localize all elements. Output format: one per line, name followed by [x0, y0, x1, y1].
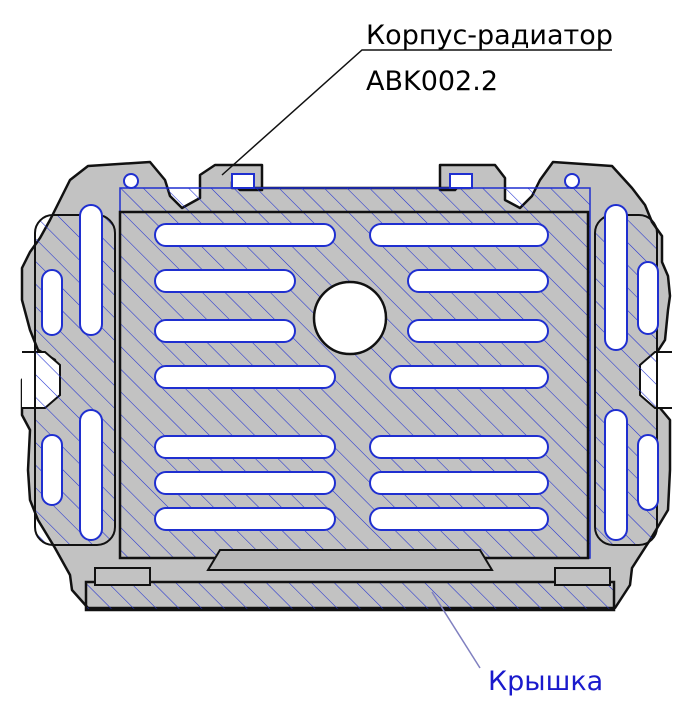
slot-l2 [154, 269, 296, 293]
cover-inner-plate [206, 549, 494, 571]
screw-hole-right [564, 173, 580, 189]
right-slot-2 [637, 261, 659, 335]
slot-r3 [407, 319, 549, 343]
slot-l6 [154, 471, 336, 495]
slot-r7 [369, 507, 549, 531]
slot-r6 [369, 471, 549, 495]
slot-l3 [154, 319, 296, 343]
slot-l5 [154, 435, 336, 459]
left-slot-4 [41, 434, 63, 506]
left-slot-3 [79, 409, 103, 541]
housing-leader-line [221, 49, 612, 176]
left-slot-2 [41, 269, 63, 336]
cover-label: Крышка [488, 666, 603, 697]
right-slot-column [369, 223, 549, 531]
top-slot-right [449, 173, 473, 189]
cover-panel [84, 580, 616, 612]
left-slot-column [154, 223, 336, 531]
right-slot-4 [637, 434, 659, 511]
bottom-rail [94, 567, 611, 586]
cover-leader-line [431, 591, 481, 669]
right-slot-3 [604, 409, 628, 541]
screw-hole-left [123, 173, 139, 189]
housing-label-line2: ABK002.2 [366, 66, 498, 97]
top-slot-left [231, 173, 255, 189]
left-slot-1 [79, 204, 103, 336]
slot-r4 [389, 365, 549, 389]
slot-r1 [369, 223, 549, 247]
slot-l4 [154, 365, 336, 389]
slot-l7 [154, 507, 336, 531]
slot-r2 [407, 269, 549, 293]
slot-r5 [369, 435, 549, 459]
housing-label-line1: Корпус-радиатор [366, 20, 613, 51]
center-hole [312, 280, 388, 356]
slot-l1 [154, 223, 336, 247]
right-slot-1 [604, 204, 628, 351]
